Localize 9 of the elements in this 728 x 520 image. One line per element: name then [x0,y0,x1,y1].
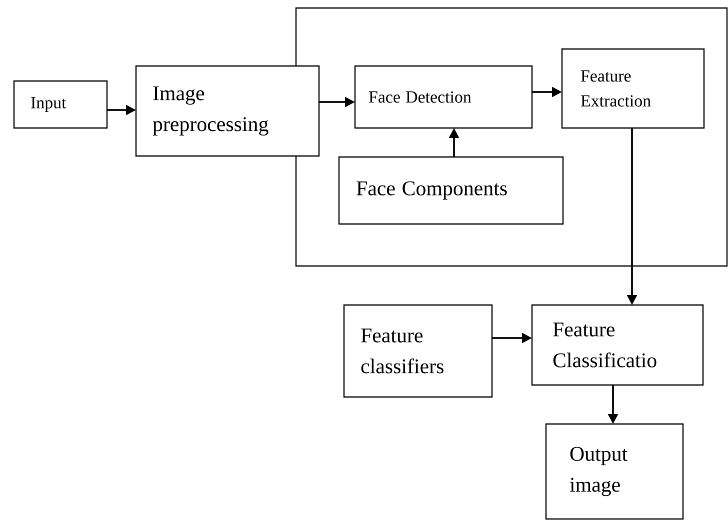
process-box: Output image [545,423,684,520]
process-box: Feature Extraction [561,48,705,129]
process-box: Feature Classificatio [531,304,704,386]
process-box: Image preprocessing [135,65,320,157]
process-box: Face Components [338,156,564,225]
process-box: Face Detection [354,65,533,129]
process-box: Input [13,80,108,129]
group-frame [295,7,728,267]
process-box: Feature classifiers [343,304,493,398]
